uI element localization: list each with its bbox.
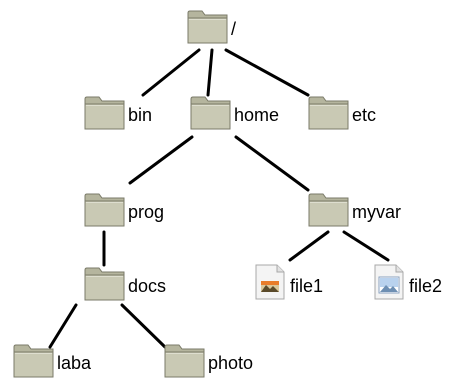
node-label-docs: docs — [128, 276, 166, 296]
node-label-file1: file1 — [290, 276, 323, 296]
tree-node-laba[interactable]: laba — [13, 344, 92, 378]
folder-icon — [84, 96, 125, 130]
node-label-prog: prog — [128, 202, 164, 222]
folder-icon — [164, 344, 205, 378]
folder-icon — [84, 267, 125, 301]
tree-node-root[interactable]: / — [187, 10, 236, 44]
tree-node-bin[interactable]: bin — [84, 96, 152, 130]
folder-icon — [308, 193, 349, 227]
node-label-etc: etc — [352, 105, 376, 125]
folder-icon — [13, 344, 54, 378]
edge-home-prog — [128, 135, 194, 185]
edge-root-bin — [141, 48, 201, 97]
node-label-file2: file2 — [409, 276, 442, 296]
tree-node-home[interactable]: home — [190, 96, 279, 130]
image-file-icon — [255, 264, 285, 300]
node-label-myvar: myvar — [352, 202, 401, 222]
folder-icon — [308, 96, 349, 130]
edge-myvar-file2 — [342, 230, 390, 262]
edge-root-home — [206, 48, 214, 97]
tree-node-myvar[interactable]: myvar — [308, 193, 401, 227]
tree-edges — [48, 48, 390, 349]
node-label-root: / — [231, 19, 236, 39]
folder-icon — [190, 96, 231, 130]
folder-icon — [84, 193, 125, 227]
tree-node-file2[interactable]: file2 — [374, 264, 442, 300]
tree-node-prog[interactable]: prog — [84, 193, 164, 227]
folder-icon — [187, 10, 228, 44]
edge-home-myvar — [234, 135, 310, 192]
node-label-laba: laba — [57, 353, 92, 373]
tree-nodes: / bin home etc prog myvar docs file1 file2 laba ph… — [13, 10, 442, 378]
edge-docs-laba — [48, 303, 78, 349]
edge-myvar-file1 — [288, 230, 330, 262]
node-label-home: home — [234, 105, 279, 125]
node-label-bin: bin — [128, 105, 152, 125]
tree-node-file1[interactable]: file1 — [255, 264, 323, 300]
tree-node-docs[interactable]: docs — [84, 267, 166, 301]
tree-node-photo[interactable]: photo — [164, 344, 253, 378]
node-label-photo: photo — [208, 353, 253, 373]
edge-root-etc — [224, 48, 310, 97]
edge-docs-photo — [120, 303, 167, 349]
tree-node-etc[interactable]: etc — [308, 96, 376, 130]
picture-document-icon — [374, 264, 404, 300]
